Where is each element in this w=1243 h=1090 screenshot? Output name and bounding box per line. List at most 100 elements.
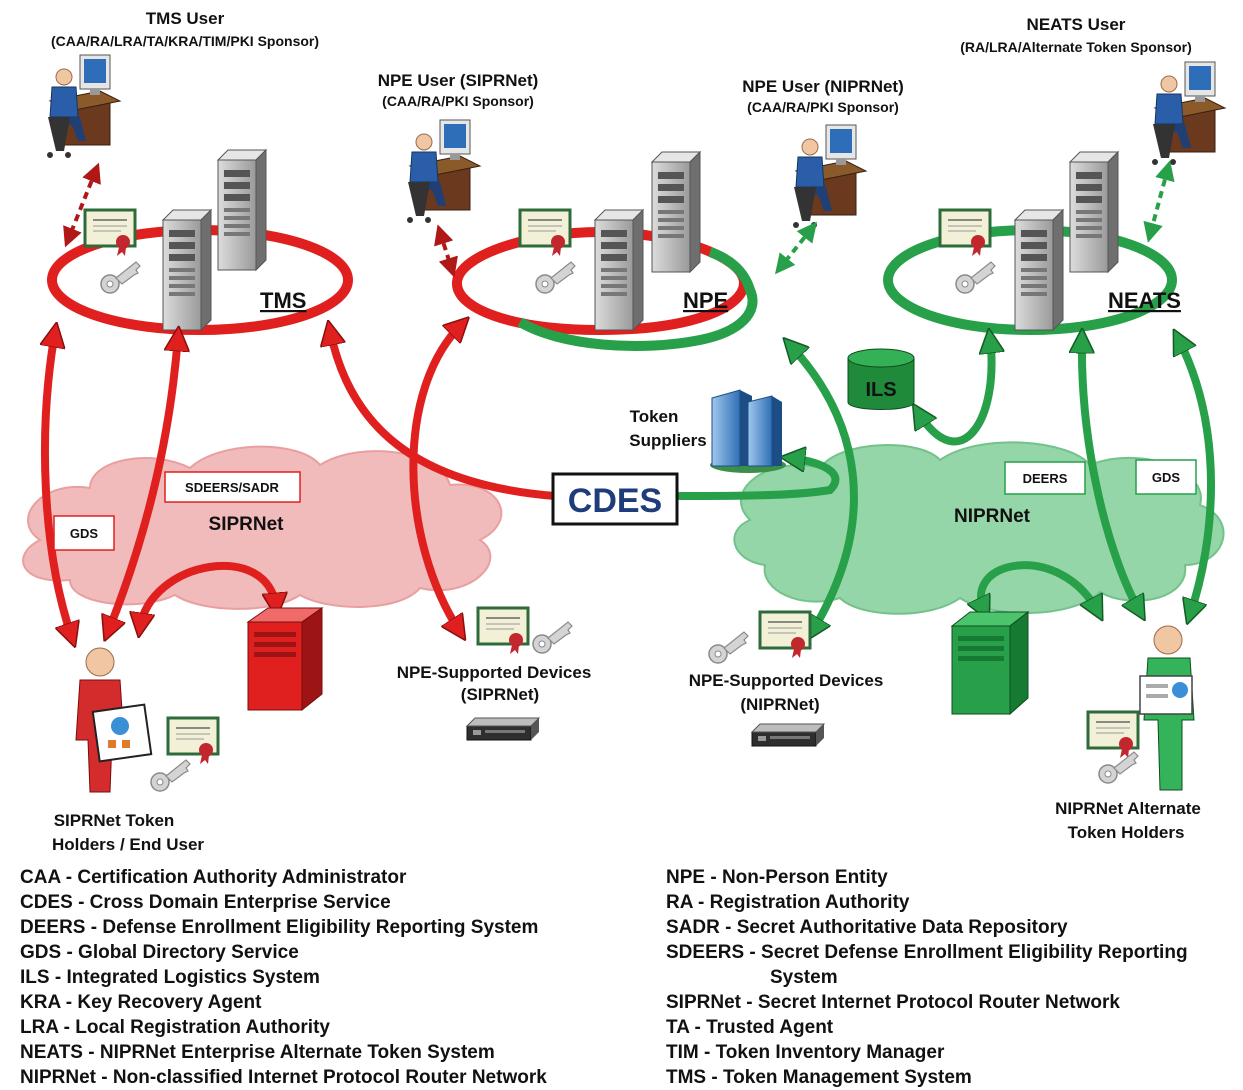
nipr-gds-label: GDS: [1152, 470, 1181, 485]
npe-to-nipr-devices-arrow: [790, 345, 858, 632]
tms-key-icon: [100, 261, 141, 294]
neats-user-icon: [1151, 61, 1226, 166]
npe-nipr-device-icon: [751, 723, 825, 747]
npe-nipr-devices-label-2: (NIPRNet): [740, 695, 819, 714]
sipr-server-icon: [246, 607, 324, 712]
legend-item: NIPRNet - Non-classified Internet Protoc…: [20, 1067, 547, 1088]
neats-user-title: NEATS User: [1027, 15, 1126, 34]
npe-certificate-icon: [518, 208, 572, 258]
sipr-gds-box: [53, 515, 115, 551]
npe-sipr-key-icon: [532, 621, 573, 654]
neats-label: NEATS: [1108, 288, 1181, 313]
sdeers-sadr-label: SDEERS/SADR: [185, 480, 280, 495]
legend-item-continuation: System: [770, 967, 838, 988]
npe-sipr-user-roles: (CAA/RA/PKI Sponsor): [382, 93, 534, 109]
tms-user-title: TMS User: [146, 9, 225, 28]
nipr-holders-label-1: NIPRNet Alternate: [1055, 799, 1201, 818]
legend-item: ILS - Integrated Logistics System: [20, 967, 320, 988]
nipr-holder-person-icon: [1139, 625, 1195, 791]
tms-server-large-icon: [217, 149, 267, 271]
deers-box: [1004, 461, 1086, 495]
sdeers-sadr-box: [164, 471, 301, 503]
nipr-gds-box: [1135, 459, 1197, 495]
legend-item: KRA - Key Recovery Agent: [20, 992, 262, 1013]
legend-item: TIM - Token Inventory Manager: [666, 1042, 945, 1063]
npe-nipr-user-title: NPE User (NIPRNet): [742, 77, 904, 96]
legend-item: TMS - Token Management System: [666, 1067, 972, 1088]
neats-user-roles: (RA/LRA/Alternate Token Sponsor): [960, 39, 1192, 55]
nipr-server-icon: [950, 610, 1030, 716]
tms-user-icon: [46, 54, 121, 159]
sipr-holder-key-icon: [150, 759, 191, 792]
npe-server-small-icon: [594, 209, 644, 331]
npe-sipr-devices-label-1: NPE-Supported Devices: [397, 663, 592, 682]
npe-nipr-user-arrow: [775, 221, 817, 275]
tms-to-holder-arrow-2: [108, 336, 178, 632]
tms-server-small-icon: [162, 209, 212, 331]
green-connections: [676, 338, 1215, 632]
neats-key-icon: [955, 261, 996, 294]
npe-sipr-device-icon: [466, 717, 540, 741]
npe-nipr-user-icon: [792, 124, 867, 229]
npe-sipr-user-arrow: [434, 224, 458, 278]
legend-item: CAA - Certification Authority Administra…: [20, 867, 407, 888]
sipr-holder-person-icon: [75, 647, 153, 793]
npe-nipr-devices-label-1: NPE-Supported Devices: [689, 671, 884, 690]
legend-item: CDES - Cross Domain Enterprise Service: [20, 892, 391, 913]
deers-label: DEERS: [1023, 471, 1068, 486]
legend-item: DEERS - Defense Enrollment Eligibility R…: [20, 917, 539, 938]
sipr-holders-label-1: SIPRNet Token: [54, 811, 175, 830]
legend-item: GDS - Global Directory Service: [20, 942, 299, 963]
token-suppliers-building-icon: [710, 389, 786, 473]
tms-to-holder-arrow: [45, 332, 72, 638]
npe-sipr-user-title: NPE User (SIPRNet): [378, 71, 539, 90]
npe-nipr-user-roles: (CAA/RA/PKI Sponsor): [747, 99, 899, 115]
nipr-holder-certificate-icon: [1086, 710, 1140, 760]
neats-server-small-icon: [1014, 209, 1064, 331]
siprnet-label: SIPRNet: [209, 514, 285, 535]
neats-to-holder-arrow-2: [1178, 338, 1215, 615]
network-diagram: TMS NPE NEATS TMS User (CAA/RA/LRA/TA/KR…: [22, 9, 1226, 854]
legend-item: SIPRNet - Secret Internet Protocol Route…: [666, 992, 1120, 1013]
ils-database-icon: [847, 348, 915, 410]
sipr-holders-label-2: Holders / End User: [52, 835, 204, 854]
legend-item: SDEERS - Secret Defense Enrollment Eligi…: [666, 942, 1188, 963]
red-connections: [45, 324, 559, 638]
legend-item: TA - Trusted Agent: [666, 1017, 834, 1038]
token-suppliers-label-1: Token: [630, 407, 679, 426]
neats-to-holder-arrow: [1082, 338, 1140, 612]
npe-server-large-icon: [651, 151, 701, 273]
sipr-holder-to-server-arrow: [140, 561, 276, 628]
neats-server-large-icon: [1069, 151, 1119, 273]
npe-to-sipr-devices-arrow: [409, 324, 462, 632]
nipr-server-to-holder-arrow: [981, 561, 1098, 612]
nipr-holders-label-2: Token Holders: [1068, 823, 1185, 842]
niprnet-label: NIPRNet: [954, 506, 1031, 527]
legend-item: SADR - Secret Authoritative Data Reposit…: [666, 917, 1068, 938]
neats-user-arrow: [1143, 160, 1175, 243]
npe-sipr-certificate-icon: [476, 606, 530, 656]
cdes-box: [551, 472, 679, 526]
tms-user-roles: (CAA/RA/LRA/TA/KRA/TIM/PKI Sponsor): [51, 33, 319, 49]
npe-key-icon: [535, 261, 576, 294]
npe-sipr-user-icon: [406, 119, 481, 224]
tms-label: TMS: [260, 288, 306, 313]
sipr-holder-certificate-icon: [166, 716, 220, 766]
tms-user-arrow: [63, 162, 101, 248]
npe-nipr-certificate-icon: [758, 610, 812, 660]
ils-label: ILS: [865, 379, 896, 401]
neats-certificate-icon: [938, 208, 992, 258]
legend-item: NPE - Non-Person Entity: [666, 867, 888, 888]
legend-right: NPE - Non-Person Entity RA - Registratio…: [666, 865, 1188, 1090]
npe-label: NPE: [683, 288, 728, 313]
token-suppliers-label-2: Suppliers: [629, 431, 706, 450]
legend-item: RA - Registration Authority: [666, 892, 910, 913]
npe-sipr-devices-label-2: (SIPRNet): [461, 685, 539, 704]
npe-nipr-key-icon: [708, 631, 749, 664]
legend-item: LRA - Local Registration Authority: [20, 1017, 330, 1038]
legend-item: NEATS - NIPRNet Enterprise Alternate Tok…: [20, 1042, 495, 1063]
nipr-holder-key-icon: [1098, 751, 1139, 784]
cdes-label: CDES: [568, 482, 662, 520]
neats-to-ils-arrow: [918, 338, 992, 446]
legend-left: CAA - Certification Authority Administra…: [20, 865, 547, 1090]
